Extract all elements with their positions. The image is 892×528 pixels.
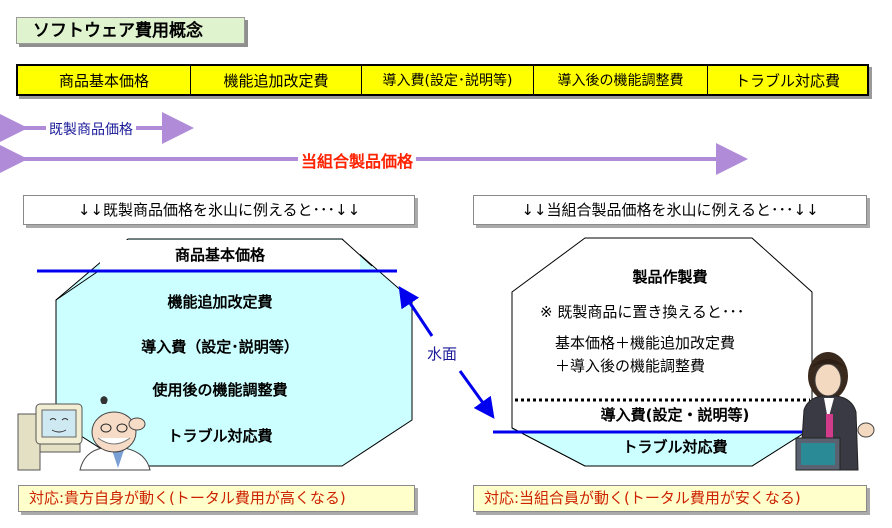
right-formula-line1: 基本価格＋機能追加改定費 (555, 334, 805, 352)
right-caption: ↓↓当組合製品価格を氷山に例えると･･･↓↓ (473, 195, 867, 225)
left-item-installation: 導入費（設定･説明等） (100, 338, 340, 356)
right-formula-line2: ＋導入後の機能調整費 (555, 357, 805, 375)
water-surface-label: 水面 (425, 343, 459, 364)
right-product-cost-label: 製品作製費 (580, 268, 760, 286)
water-arrow-down (460, 371, 491, 414)
left-response-note: 対応:貴方自身が動く(トータル費用が高くなる) (18, 485, 415, 512)
left-item-adjustment: 使用後の機能調整費 (110, 381, 330, 399)
union-price-arrow-label: 当組合製品価格 (298, 148, 416, 172)
right-trouble-label: トラブル対応費 (580, 438, 770, 456)
right-response-note: 対応:当組合員が動く(トータル費用が安くなる) (473, 485, 867, 512)
right-note: ※ 既製商品に置き換えると･･･ (540, 303, 800, 321)
left-item-function-revision: 機能追加改定費 (130, 293, 310, 311)
left-item-trouble: トラブル対応費 (130, 427, 310, 445)
existing-price-arrow-label: 既製商品価格 (46, 119, 136, 139)
left-above-water-label: 商品基本価格 (130, 246, 310, 264)
right-installation-label: 導入費(設定・説明等) (560, 406, 790, 424)
left-caption: ↓↓既製商品価格を氷山に例えると･･･↓↓ (23, 195, 415, 225)
